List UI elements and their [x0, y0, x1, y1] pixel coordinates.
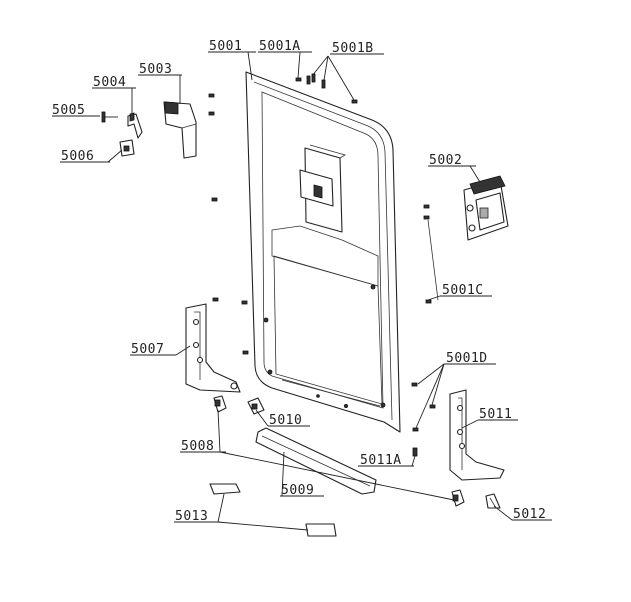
- label-5013: 5013: [175, 509, 208, 524]
- part-labels: 5001 5001A 5001B 5002 5003 5004 5005 500…: [52, 39, 546, 524]
- label-5012: 5012: [513, 507, 546, 522]
- hinge-left-5007: [185, 303, 241, 393]
- label-5006: 5006: [61, 149, 94, 164]
- label-5001a: 5001A: [259, 39, 301, 54]
- label-5007: 5007: [131, 342, 164, 357]
- hinge-right-5011: [449, 389, 505, 481]
- label-5001c: 5001C: [442, 283, 484, 298]
- pin-5005: [101, 111, 118, 123]
- door-panel: [245, 71, 401, 433]
- clip-5010: [247, 397, 265, 415]
- pads-5013: [209, 483, 337, 537]
- label-5001: 5001: [209, 39, 242, 54]
- label-5001d: 5001D: [446, 351, 488, 366]
- label-5005: 5005: [52, 103, 85, 118]
- label-5003: 5003: [139, 62, 172, 77]
- screw-5011a: [412, 447, 418, 457]
- bottom-strip-5009: [255, 427, 377, 495]
- label-5001b: 5001B: [332, 41, 374, 56]
- bracket-5003: [163, 101, 197, 159]
- hook-5004: [127, 112, 143, 139]
- label-5010: 5010: [269, 413, 302, 428]
- clip-5012: [485, 493, 501, 509]
- holder-5008: [213, 395, 465, 507]
- leader-lines: [52, 51, 552, 531]
- door-latch-5002: [463, 175, 509, 241]
- label-5002: 5002: [429, 153, 462, 168]
- label-5011a: 5011A: [360, 453, 402, 468]
- label-5004: 5004: [93, 75, 126, 90]
- label-5008: 5008: [181, 439, 214, 454]
- label-5011: 5011: [479, 407, 512, 422]
- rod-5001c: [427, 219, 439, 301]
- label-5009: 5009: [281, 483, 314, 498]
- clip-5006: [119, 139, 135, 157]
